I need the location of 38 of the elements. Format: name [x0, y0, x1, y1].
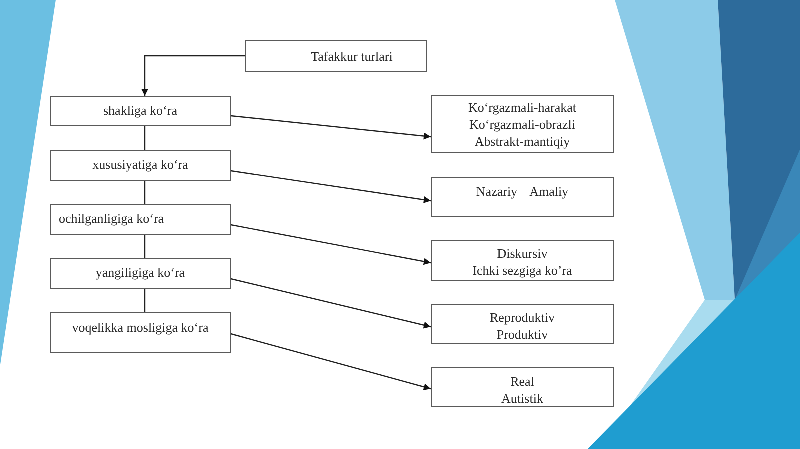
type-label: Real [510, 373, 534, 390]
title-box [245, 40, 427, 72]
type-label: Nazariy [476, 183, 518, 200]
type-label: Reproduktiv [490, 309, 555, 326]
title-label: Tafakkur turlari [311, 48, 393, 64]
category-box [50, 312, 231, 353]
category-box [50, 96, 231, 126]
category-label: shakliga ko‘ra [103, 102, 178, 119]
category-box [50, 258, 231, 289]
category-label: yangiligiga ko‘ra [96, 264, 186, 281]
type-label: Ko‘rgazmali-obrazli [470, 116, 576, 133]
type-box [431, 240, 614, 281]
type-label: Amaliy [530, 183, 569, 200]
connector-line [144, 289, 146, 312]
type-box [431, 367, 614, 407]
category-box [50, 204, 231, 235]
type-box [431, 95, 614, 153]
connector-line [144, 126, 146, 150]
connector-line [144, 181, 146, 204]
type-label: Abstrakt-mantiqiy [474, 133, 570, 150]
type-label: Ichki sezgiga ko’ra [472, 262, 572, 279]
type-label: Ko‘rgazmali-harakat [468, 99, 577, 116]
type-box [431, 177, 614, 217]
arrow [230, 115, 432, 140]
arrow [230, 278, 432, 329]
arrow [230, 170, 432, 204]
category-box [50, 150, 231, 181]
category-label: xususiyatiga ko‘ra [92, 156, 188, 173]
type-box [431, 304, 614, 344]
arrow [230, 333, 432, 391]
connector-line [144, 235, 146, 258]
type-label: Diskursiv [497, 245, 548, 262]
category-label: voqelikka mosligiga ko‘ra [72, 319, 209, 336]
type-label: Produktiv [496, 326, 548, 343]
arrow [142, 55, 245, 96]
arrow [230, 224, 432, 266]
category-label: ochilganligiga ko‘ra [59, 210, 164, 227]
type-label: Autistik [502, 390, 544, 407]
